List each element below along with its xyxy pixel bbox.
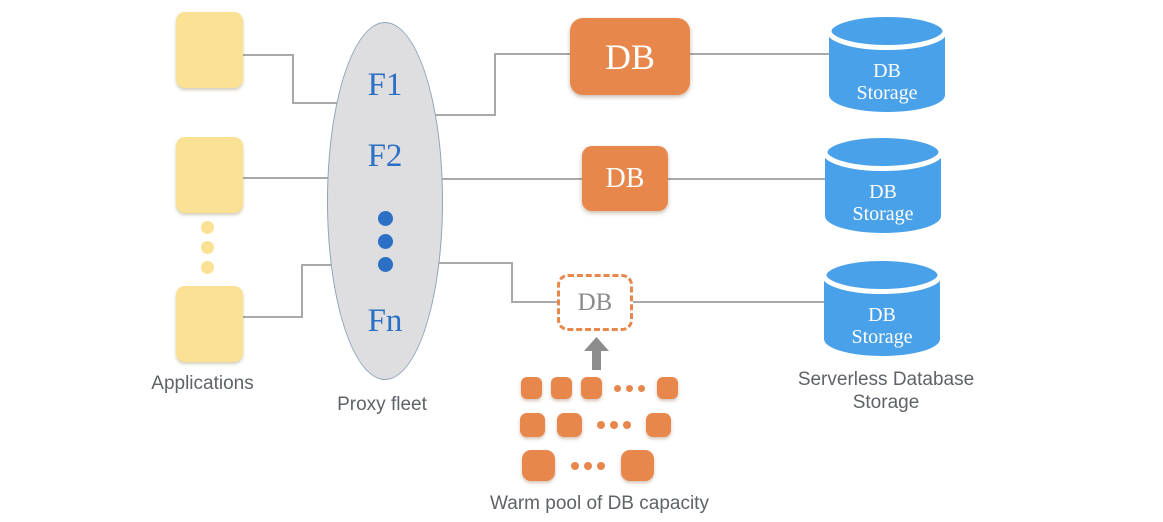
- proxy-node-f1: F1: [367, 67, 403, 103]
- db-storage-cylinder-2: DB Storage: [822, 132, 944, 235]
- connector-proxy-db1: [425, 53, 570, 116]
- connector-app1-proxy: [243, 54, 345, 104]
- db-instance-1: DB: [570, 18, 690, 95]
- ellipsis-dots: [597, 421, 631, 429]
- ellipsis-dot: [201, 261, 214, 274]
- warm-db-unit: [621, 450, 654, 481]
- proxy-node-fn: Fn: [367, 303, 403, 339]
- db-storage-cylinder-1: DB Storage: [826, 11, 948, 114]
- ellipsis-dot: [378, 211, 393, 226]
- db-storage-label: DB Storage: [852, 181, 914, 225]
- connector-proxy-db3: [425, 262, 557, 303]
- ellipsis-dot: [378, 234, 393, 249]
- warm-pool-label: Warm pool of DB capacity: [490, 493, 709, 514]
- warm-db-unit: [551, 377, 572, 399]
- db-instance-3-pending: DB: [557, 274, 633, 331]
- warm-db-unit: [657, 377, 678, 399]
- proxy-fleet-ellipse: F1 F2 Fn: [327, 22, 443, 380]
- db-storage-cylinder-3: DB Storage: [821, 255, 943, 358]
- ellipsis-dots: [614, 384, 645, 392]
- applications-label: Applications: [151, 373, 254, 394]
- warm-db-unit: [557, 413, 582, 437]
- connector-app3-proxy: [243, 264, 345, 318]
- ellipsis-dot: [378, 257, 393, 272]
- db-instance-2: DB: [582, 146, 668, 211]
- warm-db-unit: [521, 377, 542, 399]
- proxy-node-f2: F2: [367, 138, 403, 174]
- warm-db-unit: [520, 413, 545, 437]
- serverless-storage-label: Serverless Database Storage: [797, 369, 975, 413]
- ellipsis-dot: [201, 221, 214, 234]
- warm-db-unit: [522, 450, 555, 481]
- arrow-up-icon: [584, 337, 609, 370]
- warm-pool-row-2: [520, 413, 671, 437]
- db-storage-label: DB Storage: [856, 60, 918, 104]
- database-cylinder-icon: [826, 12, 948, 112]
- database-cylinder-icon: [821, 256, 943, 356]
- application-node-2: [176, 137, 243, 213]
- application-node-1: [176, 12, 243, 88]
- ellipsis-dot: [201, 241, 214, 254]
- ellipsis-dots: [571, 461, 605, 470]
- warm-db-unit: [646, 413, 671, 437]
- proxy-fleet-label: Proxy fleet: [337, 394, 427, 415]
- database-cylinder-icon: [822, 133, 944, 233]
- warm-pool-row-3: [522, 450, 654, 481]
- db-storage-label: DB Storage: [851, 304, 913, 348]
- warm-pool-row-1: [521, 377, 678, 399]
- warm-db-unit: [581, 377, 602, 399]
- application-node-3: [176, 286, 243, 362]
